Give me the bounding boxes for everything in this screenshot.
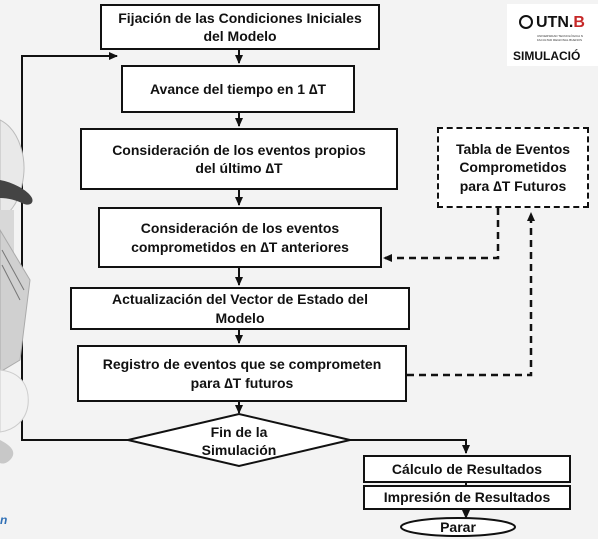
brand-suffix: B: [573, 14, 585, 31]
stop-terminal: [400, 517, 516, 537]
table-line1: Tabla de Eventos: [455, 141, 571, 158]
arrow-loop-back: [21, 52, 128, 441]
register-line2: para ∆T futuros: [190, 374, 294, 391]
committed-line2: comprometidos en ∆T anteriores: [131, 238, 349, 255]
update-line2: Modelo: [215, 309, 265, 326]
utn-emblem-icon: [519, 14, 533, 29]
own-line1: Consideración de los eventos propios: [112, 141, 366, 158]
brand-prefix: UTN.: [536, 14, 574, 31]
dashed-register-to-table: [407, 212, 535, 377]
register-line1: Registro de eventos que se comprometen: [102, 356, 382, 373]
own-events-box: Consideración de los eventos propios del …: [80, 128, 398, 190]
print-label: Impresión de Resultados: [383, 489, 551, 506]
own-line2: del último ∆T: [195, 160, 283, 176]
table-line3: para ∆T Futuros: [459, 177, 567, 194]
table-line2: Comprometidos: [459, 159, 567, 176]
decision-line1: Fin de la: [210, 424, 268, 440]
init-line2: del Modelo: [203, 28, 277, 44]
committed-line1: Consideración de los eventos: [140, 220, 340, 237]
update-line1: Actualización del Vector de Estado del: [112, 291, 368, 308]
calc-label: Cálculo de Resultados: [391, 460, 543, 477]
print-results-box: Impresión de Resultados: [363, 485, 571, 510]
decision-line2: Simulación: [201, 442, 277, 459]
stop-label: Parar: [401, 519, 515, 535]
calc-results-box: Cálculo de Resultados: [363, 455, 571, 483]
decision-label: Fin de la Simulación: [170, 423, 308, 459]
init-line1: Fijación de las Condiciones Iniciales: [118, 9, 362, 26]
init-conditions-box: Fijación de las Condiciones Iniciales del…: [100, 4, 380, 50]
corner-fragment: n: [0, 513, 8, 527]
dashed-table-to-committed: [383, 208, 500, 262]
advance-label: Avance del tiempo en 1 ∆T: [149, 80, 327, 97]
decision-diamond: [127, 412, 351, 468]
arrow-decision-to-calc: [350, 439, 470, 454]
doctor-figure-icon: [0, 119, 33, 464]
section-label: SIMULACIÓ: [513, 49, 581, 63]
stop-text: Parar: [440, 519, 476, 535]
advance-time-box: Avance del tiempo en 1 ∆T: [121, 65, 355, 113]
utn-brand: UTN.B: [519, 14, 585, 32]
